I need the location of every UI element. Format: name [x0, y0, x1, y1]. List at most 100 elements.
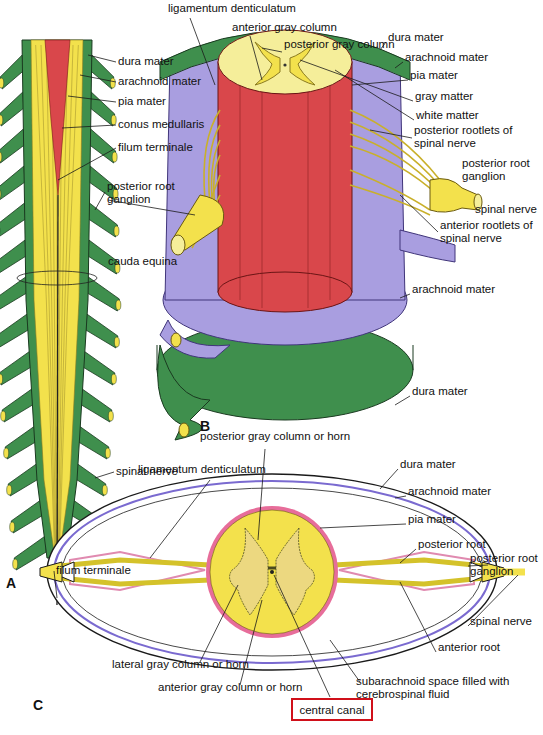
illustration-ellipse — [171, 235, 185, 255]
part-label: conus medullaris — [118, 118, 204, 131]
illustration-line — [395, 62, 403, 68]
illustration-ellipse — [114, 337, 119, 347]
illustration-circle — [206, 506, 338, 638]
part-label: arachnoid mater — [118, 75, 201, 88]
illustration-ellipse — [114, 226, 119, 236]
illustration-path — [87, 277, 119, 311]
illustration-line — [88, 55, 116, 62]
part-label: arachnoid mater — [408, 485, 491, 498]
panel-letter: A — [6, 577, 16, 590]
illustration-ellipse — [0, 152, 2, 162]
illustration-ellipse — [116, 300, 121, 310]
illustration-ellipse — [0, 78, 4, 88]
illustration-line — [200, 585, 238, 662]
part-label: arachnoid mater — [412, 283, 495, 296]
illustration-path — [160, 320, 230, 358]
part-label: dura mater — [118, 55, 174, 68]
illustration-path — [77, 425, 109, 459]
illustration-ellipse — [0, 374, 3, 384]
illustration-path — [0, 92, 24, 126]
illustration-line — [68, 96, 116, 102]
illustration-ellipse — [4, 448, 9, 458]
part-label: anterior gray column or horn — [158, 681, 302, 694]
illustration-line — [62, 125, 116, 128]
part-label: posterior gray column — [284, 38, 395, 51]
illustration-line — [400, 195, 438, 232]
part-label: dura mater — [388, 31, 444, 44]
illustration-line — [395, 396, 410, 405]
illustration-ellipse — [105, 448, 110, 458]
illustration-line — [300, 60, 413, 101]
illustration-line — [262, 90, 263, 308]
illustration-line — [150, 480, 210, 558]
illustration-line — [274, 575, 330, 697]
part-label: subarachnoid space filled with cerebrosp… — [356, 675, 536, 701]
illustration-path — [45, 40, 70, 195]
illustration-path — [74, 462, 106, 496]
illustration-line — [400, 549, 416, 563]
illustration-line — [370, 130, 412, 138]
part-label: posterior root ganglion — [462, 157, 540, 183]
part-label: posterior root ganglion — [470, 552, 542, 578]
illustration-path — [86, 314, 118, 348]
part-label: filum terminale — [56, 564, 131, 577]
part-label: pia mater — [408, 513, 456, 526]
panel-letter: C — [33, 699, 43, 712]
part-label: white matter — [416, 109, 479, 122]
illustration-path — [2, 388, 34, 422]
highlight-box: central canal — [291, 698, 373, 721]
illustration-line — [240, 600, 262, 685]
leader-lines — [54, 18, 518, 697]
part-label: filum terminale — [118, 141, 193, 154]
illustration-ellipse — [0, 189, 1, 199]
illustration-path — [0, 129, 24, 163]
illustration-g — [192, 110, 440, 248]
part-label: gray matter — [415, 90, 473, 103]
part-label: cauda equina — [108, 255, 177, 268]
part-label: dura mater — [400, 458, 456, 471]
part-label: pia mater — [118, 95, 166, 108]
illustration-rect — [218, 62, 352, 292]
illustration-path — [80, 388, 112, 422]
illustration-ellipse — [111, 115, 116, 125]
illustration-ellipse — [10, 522, 15, 532]
part-label: pia mater — [410, 69, 458, 82]
part-label: posterior rootlets of spinal nerve — [414, 124, 524, 150]
illustration-path — [158, 345, 210, 440]
highlight-text: central canal — [299, 704, 364, 716]
illustration-ellipse — [0, 115, 3, 125]
illustration-line — [80, 75, 116, 82]
illustration-ellipse — [179, 423, 189, 437]
part-label: dura mater — [412, 385, 468, 398]
part-label: posterior gray column or horn — [200, 430, 350, 443]
illustration-path — [430, 179, 478, 212]
illustration-line — [400, 294, 410, 298]
illustration-ellipse — [110, 78, 115, 88]
part-label: arachnoid mater — [405, 51, 488, 64]
illustration-line — [95, 192, 105, 210]
illustration-path — [0, 314, 28, 348]
part-label: posterior root — [418, 538, 486, 551]
illustration-line — [380, 469, 398, 489]
illustration-circle — [270, 570, 274, 574]
part-label: anterior rootlets of spinal nerve — [440, 219, 543, 245]
illustration-line — [330, 80, 331, 300]
illustration-ellipse — [108, 411, 113, 421]
illustration-ellipse — [102, 485, 107, 495]
illustration-line — [258, 449, 265, 540]
illustration-line — [58, 148, 116, 180]
illustration-path — [14, 536, 46, 570]
illustration-line — [308, 90, 309, 308]
illustration-line — [262, 48, 282, 52]
illustration-path — [268, 567, 276, 570]
illustration-ellipse — [0, 226, 1, 236]
illustration-path — [8, 462, 40, 496]
illustration-line — [320, 524, 406, 528]
part-label: spinal nerve — [475, 203, 537, 216]
illustration-path — [0, 203, 26, 237]
illustration-ellipse — [1, 411, 6, 421]
illustration-ellipse — [171, 333, 181, 347]
illustration-path — [350, 170, 430, 210]
illustration-line — [352, 80, 408, 85]
